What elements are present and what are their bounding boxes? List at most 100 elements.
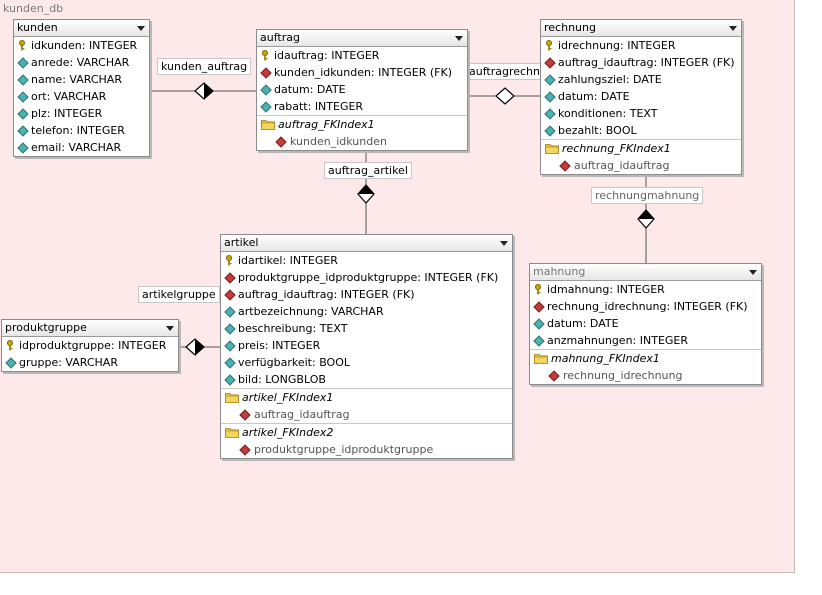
- column-row[interactable]: anrede: VARCHAR: [14, 54, 149, 71]
- dropdown-arrow-icon[interactable]: [455, 36, 463, 41]
- column-row[interactable]: auftrag_idauftrag: INTEGER (FK): [541, 54, 741, 71]
- column-row[interactable]: gruppe: VARCHAR: [2, 354, 178, 371]
- index-row[interactable]: mahnung_FKIndex1: [530, 349, 761, 367]
- kunden-auftrag-diamond: [194, 82, 214, 100]
- table-kunden[interactable]: kunden idkunden: INTEGER anrede: VARCHAR n…: [13, 19, 150, 157]
- relation-label[interactable]: auftrag_artikel: [324, 162, 412, 179]
- column-row[interactable]: idrechnung: INTEGER: [541, 37, 741, 54]
- index-column-row[interactable]: kunden_idkunden: [257, 133, 467, 150]
- column-row[interactable]: rechnung_idrechnung: INTEGER (FK): [530, 298, 761, 315]
- index-column-row[interactable]: rechnung_idrechnung: [530, 367, 761, 384]
- table-header[interactable]: kunden: [14, 20, 149, 37]
- table-header[interactable]: mahnung: [530, 264, 761, 281]
- table-header[interactable]: produktgruppe: [2, 320, 178, 337]
- table-name: auftrag: [260, 31, 300, 44]
- column-row[interactable]: kunden_idkunden: INTEGER (FK): [257, 64, 467, 81]
- column-label: idauftrag: INTEGER: [274, 49, 380, 62]
- index-row[interactable]: artikel_FKIndex1: [221, 388, 512, 406]
- column-row[interactable]: konditionen: TEXT: [541, 105, 741, 122]
- relation-label[interactable]: artikelgruppe: [138, 286, 220, 303]
- index-row[interactable]: auftrag_FKIndex1: [257, 115, 467, 133]
- index-row[interactable]: artikel_FKIndex2: [221, 423, 512, 441]
- column-list: idauftrag: INTEGER kunden_idkunden: INTEG…: [257, 47, 467, 150]
- column-label: idartikel: INTEGER: [238, 254, 338, 267]
- column-row[interactable]: rabatt: INTEGER: [257, 98, 467, 115]
- column-row[interactable]: beschreibung: TEXT: [221, 320, 512, 337]
- column-label: artbezeichnung: VARCHAR: [238, 305, 384, 318]
- primary-key-icon: [546, 40, 552, 51]
- dropdown-arrow-icon[interactable]: [500, 241, 508, 246]
- produktgruppe-artikel-diamond: [185, 338, 205, 356]
- column-icon: [17, 57, 29, 69]
- column-row[interactable]: preis: INTEGER: [221, 337, 512, 354]
- index-name: artikel_FKIndex1: [242, 391, 334, 404]
- relation-label[interactable]: auftragrechnung: [459, 63, 546, 80]
- index-column-row[interactable]: auftrag_idauftrag: [541, 157, 741, 174]
- relation-label[interactable]: rechnungmahnung: [591, 187, 704, 204]
- index-folder-icon: [545, 144, 559, 154]
- foreign-key-icon: [275, 136, 287, 148]
- column-icon: [17, 142, 29, 154]
- column-row[interactable]: auftrag_idauftrag: INTEGER (FK): [221, 286, 512, 303]
- index-folder-icon: [534, 354, 548, 364]
- database-name: kunden_db: [3, 2, 64, 15]
- column-row[interactable]: email: VARCHAR: [14, 139, 149, 156]
- column-row[interactable]: idmahnung: INTEGER: [530, 281, 761, 298]
- column-row[interactable]: plz: INTEGER: [14, 105, 149, 122]
- column-row[interactable]: verfügbarkeit: BOOL: [221, 354, 512, 371]
- column-label: name: VARCHAR: [31, 73, 122, 86]
- column-label: datum: DATE: [547, 317, 619, 330]
- column-label: ort: VARCHAR: [31, 90, 107, 103]
- column-row[interactable]: produktgruppe_idproduktgruppe: INTEGER (…: [221, 269, 512, 286]
- table-name: produktgruppe: [5, 321, 87, 334]
- column-row[interactable]: idkunden: INTEGER: [14, 37, 149, 54]
- column-row[interactable]: bezahlt: BOOL: [541, 122, 741, 139]
- column-row[interactable]: ort: VARCHAR: [14, 88, 149, 105]
- index-column-label: kunden_idkunden: [290, 135, 387, 148]
- relation-label[interactable]: kunden_auftrag: [157, 58, 252, 75]
- column-icon: [5, 357, 17, 369]
- column-icon: [533, 318, 545, 330]
- column-row[interactable]: artbezeichnung: VARCHAR: [221, 303, 512, 320]
- column-row[interactable]: idauftrag: INTEGER: [257, 47, 467, 64]
- column-row[interactable]: datum: DATE: [541, 88, 741, 105]
- column-row[interactable]: datum: DATE: [257, 81, 467, 98]
- column-row[interactable]: telefon: INTEGER: [14, 122, 149, 139]
- column-list: idartikel: INTEGER produktgruppe_idproduk…: [221, 252, 512, 458]
- column-label: anrede: VARCHAR: [31, 56, 130, 69]
- column-row[interactable]: idproduktgruppe: INTEGER: [2, 337, 178, 354]
- index-column-label: rechnung_idrechnung: [563, 369, 683, 382]
- column-label: bild: LONGBLOB: [238, 373, 326, 386]
- column-row[interactable]: anzmahnungen: INTEGER: [530, 332, 761, 349]
- column-row[interactable]: name: VARCHAR: [14, 71, 149, 88]
- column-row[interactable]: zahlungsziel: DATE: [541, 71, 741, 88]
- index-row[interactable]: rechnung_FKIndex1: [541, 139, 741, 157]
- table-auftrag[interactable]: auftrag idauftrag: INTEGER kunden_idkunde…: [256, 29, 468, 151]
- column-row[interactable]: datum: DATE: [530, 315, 761, 332]
- table-artikel[interactable]: artikel idartikel: INTEGER produktgruppe_…: [220, 234, 513, 459]
- column-row[interactable]: idartikel: INTEGER: [221, 252, 512, 269]
- relationship-lines: [149, 82, 655, 356]
- table-header[interactable]: rechnung: [541, 20, 741, 37]
- index-name: artikel_FKIndex2: [242, 426, 334, 439]
- column-icon: [17, 91, 29, 103]
- dropdown-arrow-icon[interactable]: [166, 326, 174, 331]
- index-column-row[interactable]: auftrag_idauftrag: [221, 406, 512, 423]
- table-header[interactable]: auftrag: [257, 30, 467, 47]
- foreign-key-icon: [239, 444, 251, 456]
- column-list: idkunden: INTEGER anrede: VARCHAR name: VA…: [14, 37, 149, 156]
- column-row[interactable]: bild: LONGBLOB: [221, 371, 512, 388]
- table-name: kunden: [17, 21, 58, 34]
- table-header[interactable]: artikel: [221, 235, 512, 252]
- column-icon: [260, 101, 272, 113]
- index-name: mahnung_FKIndex1: [551, 352, 660, 365]
- index-column-row[interactable]: produktgruppe_idproduktgruppe: [221, 441, 512, 458]
- dropdown-arrow-icon[interactable]: [749, 270, 757, 275]
- dropdown-arrow-icon[interactable]: [137, 26, 145, 31]
- rechnung-mahnung-diamond: [637, 209, 655, 229]
- dropdown-arrow-icon[interactable]: [729, 26, 737, 31]
